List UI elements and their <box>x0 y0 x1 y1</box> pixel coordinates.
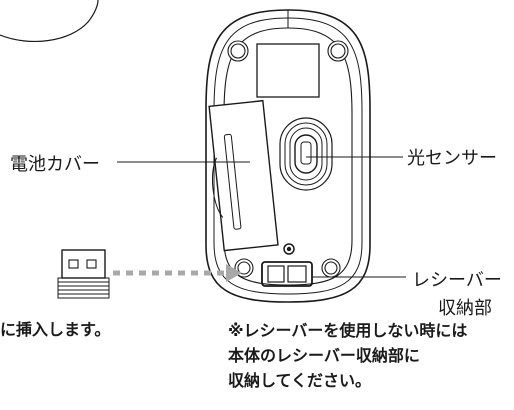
power-button <box>283 243 295 255</box>
receiver-slot <box>261 261 313 287</box>
partial-mouse-outline <box>0 0 99 42</box>
storage-note-line: 本体のレシーバー収納部に <box>228 346 420 365</box>
receiver-storage-label-line1: レシーバー <box>412 270 502 291</box>
storage-note-line: 収納してください。 <box>228 371 372 390</box>
usb-receiver-icon <box>57 249 110 299</box>
optical-sensor <box>279 117 333 191</box>
receiver-storage-label-line2: 収納部 <box>438 298 492 319</box>
mouse-body <box>205 9 371 303</box>
insert-note-fragment: に挿入します。 <box>0 320 111 339</box>
insert-arrow <box>113 264 242 282</box>
storage-note-line: ※レシーバーを使用しない時には <box>228 321 468 340</box>
battery-cover <box>208 99 279 252</box>
battery-cover-label: 電池カバー <box>10 154 100 175</box>
storage-note: ※レシーバーを使用しない時には 本体のレシーバー収納部に 収納してください。 <box>228 318 467 393</box>
optical-sensor-label: 光センサー <box>407 148 497 169</box>
label-panel <box>256 43 320 98</box>
